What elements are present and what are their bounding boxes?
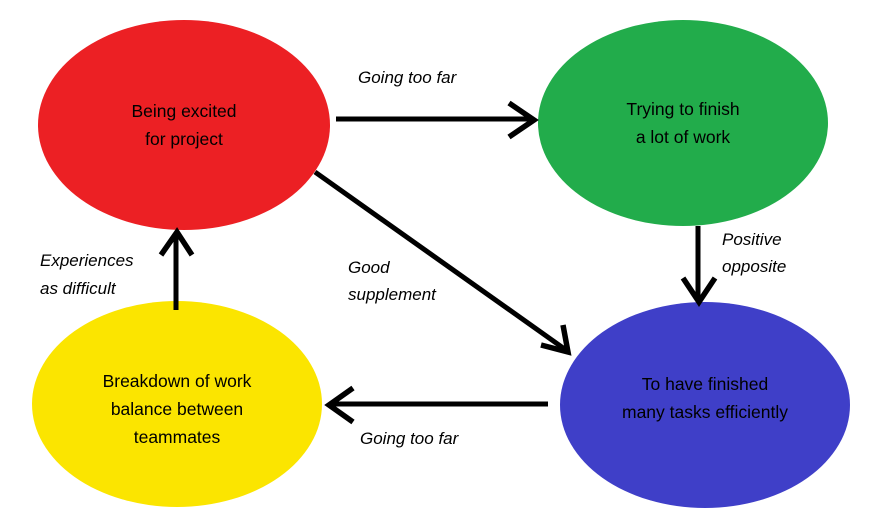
node-trying-to-finish-label-line2: a lot of work (636, 127, 731, 147)
edge-trying-to-finished: Positive opposite (680, 226, 786, 307)
edge-excited-to-finished-label-line2: supplement (348, 285, 437, 304)
node-being-excited[interactable]: Being excited for project (38, 20, 330, 230)
edge-excited-to-trying-arrowhead (507, 100, 539, 140)
node-trying-to-finish-shape[interactable] (538, 20, 828, 226)
edge-trying-to-finished-label-line1: Positive (722, 230, 782, 249)
edge-excited-to-finished-arrowhead (540, 324, 572, 356)
edge-breakdown-to-excited-label-line1: Experiences (40, 251, 134, 270)
edge-finished-to-breakdown: Going too far (324, 385, 548, 448)
node-breakdown-of-work-shape[interactable] (32, 301, 322, 507)
node-breakdown-of-work[interactable]: Breakdown of work balance between teamma… (32, 301, 322, 507)
node-to-have-finished-label-line2: many tasks efficiently (622, 402, 788, 422)
node-to-have-finished-label-line1: To have finished (642, 374, 768, 394)
node-to-have-finished-shape[interactable] (560, 302, 850, 508)
edge-breakdown-to-excited-label-line2: as difficult (40, 279, 117, 298)
node-to-have-finished[interactable]: To have finished many tasks efficiently (560, 302, 850, 508)
node-breakdown-of-work-label-line3: teammates (134, 427, 221, 447)
node-breakdown-of-work-label-line1: Breakdown of work (103, 371, 252, 391)
edge-finished-to-breakdown-label: Going too far (360, 429, 460, 448)
edge-finished-to-breakdown-arrowhead (324, 385, 355, 425)
edge-excited-to-finished: Good supplement (313, 169, 572, 356)
edge-excited-to-trying-label: Going too far (358, 68, 458, 87)
node-breakdown-of-work-label-line2: balance between (111, 399, 243, 419)
edge-breakdown-to-excited: Experiences as difficult (40, 227, 195, 310)
edge-trying-to-finished-label-line2: opposite (722, 257, 786, 276)
edge-excited-to-finished-line (313, 169, 568, 353)
node-trying-to-finish-label-line1: Trying to finish (626, 99, 739, 119)
edge-trying-to-finished-arrowhead (680, 276, 718, 307)
edge-excited-to-trying: Going too far (336, 68, 539, 140)
node-being-excited-label-line2: for project (145, 129, 223, 149)
node-trying-to-finish[interactable]: Trying to finish a lot of work (538, 20, 828, 226)
edge-breakdown-to-excited-arrowhead (158, 227, 195, 257)
node-being-excited-shape[interactable] (38, 20, 330, 230)
node-being-excited-label-line1: Being excited (131, 101, 236, 121)
edge-excited-to-finished-label-line1: Good (348, 258, 390, 277)
